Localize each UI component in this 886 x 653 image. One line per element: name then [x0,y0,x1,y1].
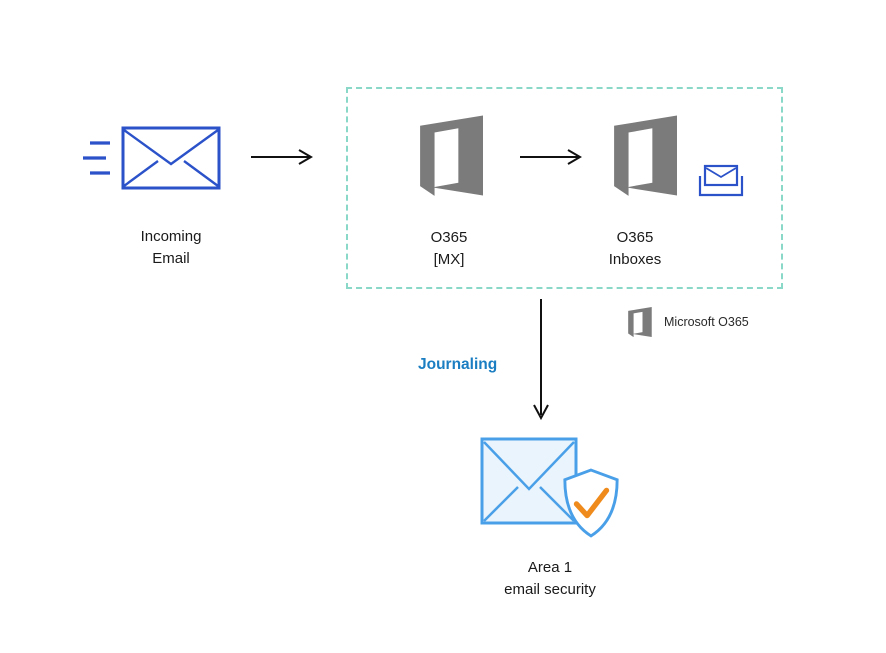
area1-label-line2: email security [504,581,596,598]
o365-inboxes-label-line1: O365 [616,229,654,246]
o365-mx-label-line1: O365 [430,229,468,246]
area1-label: Area 1 email security [468,557,632,601]
office-365-logo-icon [628,307,652,338]
inbox-envelope-icon [698,164,744,197]
o365-mx-label: O365 [MX] [399,227,499,271]
office-365-logo-icon [614,115,677,196]
o365-inboxes-label-line2: Inboxes [608,251,662,268]
o365-boundary-box [346,87,783,289]
arrow-right-to-o365-icon [251,149,313,165]
speed-lines-icon [83,141,110,175]
o365-inboxes-label: O365 Inboxes [585,227,685,271]
journaling-label: Journaling [418,356,498,373]
secure-envelope-icon [480,437,578,525]
arrow-down-journaling-icon [533,299,549,421]
o365-mx-label-line2: [MX] [433,251,465,268]
incoming-email-label-line2: Email [152,250,190,267]
shield-check-icon [563,468,619,538]
microsoft-o365-legend-label: Microsoft O365 [664,315,749,329]
incoming-envelope-icon [121,126,221,190]
arrow-right-to-inboxes-icon [520,149,582,165]
incoming-email-label: Incoming Email [116,226,226,270]
office-365-logo-icon [420,115,483,196]
area1-label-line1: Area 1 [527,559,573,576]
incoming-email-label-line1: Incoming [140,228,202,245]
